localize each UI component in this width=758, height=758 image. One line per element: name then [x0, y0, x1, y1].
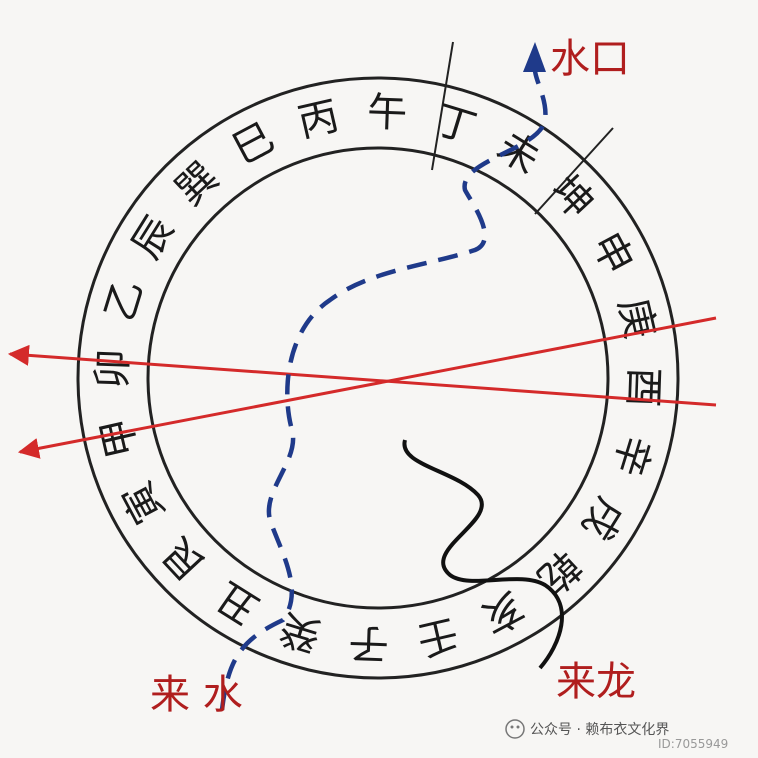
ring-character: 乾 [528, 541, 589, 602]
ring-character: 寅 [114, 474, 173, 531]
wechat-icon-dot [516, 725, 520, 729]
ring-character: 癸 [275, 604, 327, 660]
inner-ring [146, 146, 610, 610]
ring-character: 子 [348, 619, 390, 666]
ring-character: 申 [582, 225, 641, 282]
watermark-text: 公众号 · 赖布衣文化界 [530, 722, 669, 738]
ring-character: 午 [366, 90, 408, 137]
sector-divider-line [431, 41, 454, 171]
ring-character: 丁 [430, 97, 482, 153]
watermark-id: ID:7055949 [658, 737, 728, 751]
wechat-icon-dot [510, 725, 514, 729]
ring-character: 辰 [123, 208, 183, 266]
ring-character: 巽 [167, 154, 228, 215]
ring-character: 壬 [413, 609, 462, 663]
ring-character: 巳 [225, 114, 282, 173]
ring-character: 辛 [604, 430, 660, 482]
sector-divider-line [534, 127, 614, 215]
wechat-icon [505, 719, 525, 739]
ring-character: 丑 [208, 573, 266, 633]
incoming-dragon-curve [402, 439, 564, 670]
water-outlet-label: 水口 [550, 36, 630, 82]
watermark: 公众号 · 赖布衣文化界 ID:7055949 [505, 719, 728, 751]
incoming-water-label: 来 水 [150, 672, 243, 718]
ring-character: 丙 [294, 93, 343, 147]
compass-ring-characters: 丁未坤申庚酉辛戌乾亥壬子癸丑艮寅甲卯乙辰巽巳丙午 [90, 90, 667, 667]
ring-character: 戌 [573, 489, 633, 547]
red-direction-line-lower [17, 316, 717, 459]
ring-character: 卯 [90, 348, 137, 390]
ring-character: 乙 [97, 275, 153, 327]
red-direction-line-upper [7, 344, 717, 407]
ring-character: 亥 [474, 582, 531, 641]
incoming-dragon-label: 来龙 [556, 659, 636, 705]
incoming-water-dashed-path [219, 69, 548, 711]
ring-character: 艮 [154, 528, 215, 589]
outer-ring [76, 76, 680, 680]
ring-character: 坤 [541, 167, 602, 228]
water-outlet-arrow [523, 42, 546, 72]
